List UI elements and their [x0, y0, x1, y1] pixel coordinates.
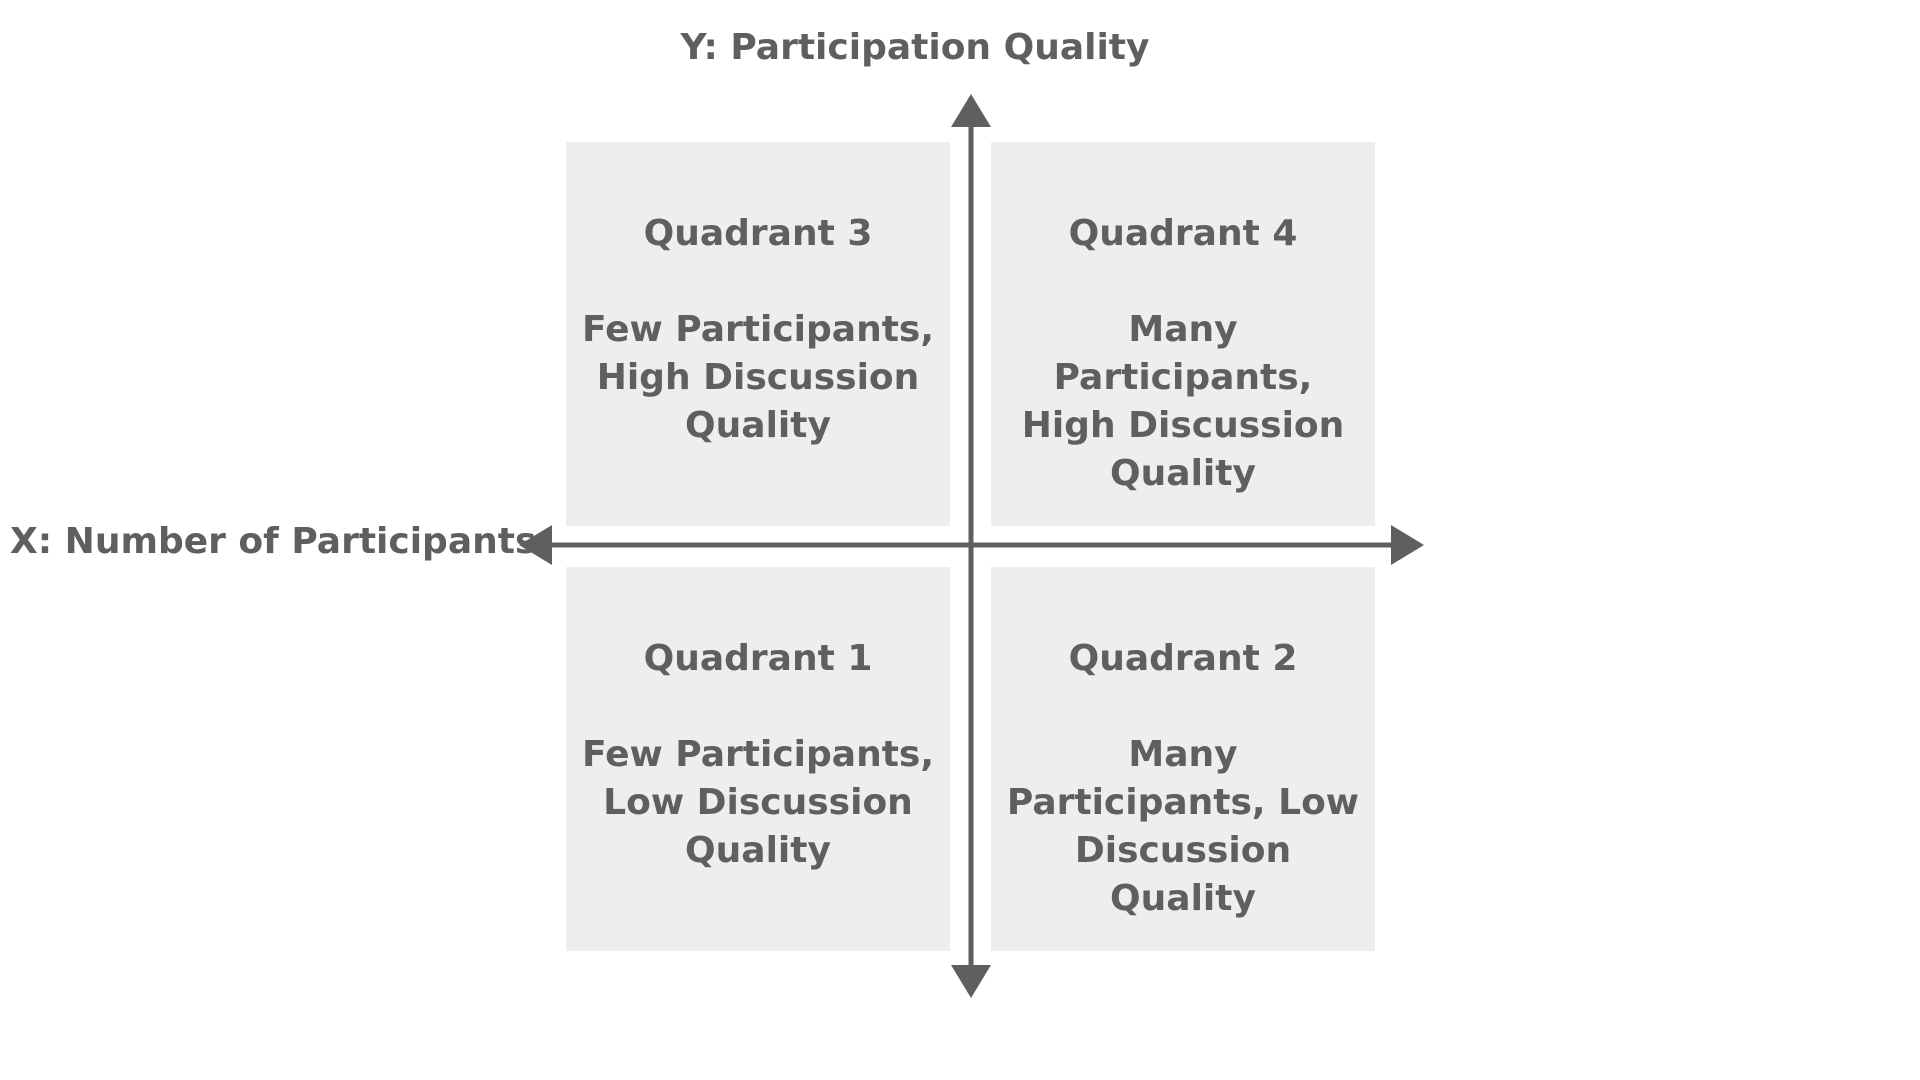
x-axis-right-arrow-icon: [1391, 525, 1424, 565]
y-axis-up-arrow-icon: [951, 94, 991, 127]
quadrant-3: Quadrant 3 Few Participants, High Discus…: [566, 142, 950, 526]
quadrant-3-title: Quadrant 3: [643, 213, 873, 254]
quadrant-4-title: Quadrant 4: [1068, 213, 1298, 254]
y-axis-label: Y: Participation Quality: [680, 27, 1150, 68]
x-axis-label: X: Number of Participants: [10, 521, 537, 562]
quadrant-2-description: Many Participants, Low Discussion Qualit…: [1006, 734, 1360, 919]
quadrant-3-description: Few Participants, High Discussion Qualit…: [581, 309, 935, 446]
quadrant-2: Quadrant 2 Many Participants, Low Discus…: [991, 567, 1375, 951]
x-axis-left-arrow-icon: [519, 525, 552, 565]
quadrant-1-description: Few Participants, Low Discussion Quality: [581, 734, 935, 871]
quadrant-2-title: Quadrant 2: [1068, 638, 1298, 679]
quadrant-4-description: Many Participants, High Discussion Quali…: [1021, 309, 1345, 494]
y-axis-down-arrow-icon: [951, 965, 991, 998]
quadrant-1: Quadrant 1 Few Participants, Low Discuss…: [566, 567, 950, 951]
quadrant-4: Quadrant 4 Many Participants, High Discu…: [991, 142, 1375, 526]
quadrant-1-title: Quadrant 1: [643, 638, 873, 679]
